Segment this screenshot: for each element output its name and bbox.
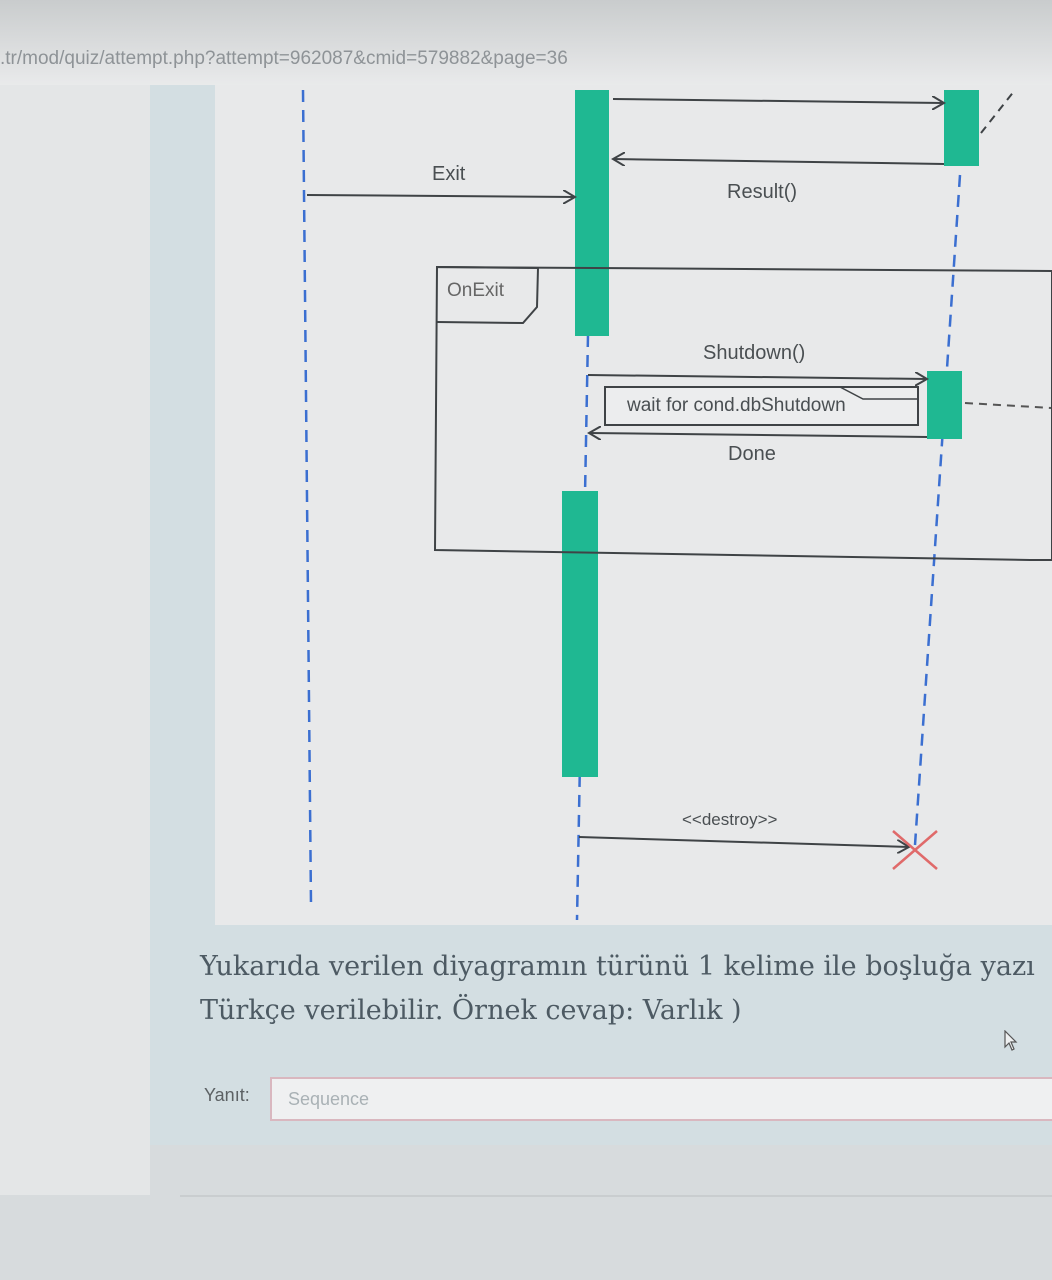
destroy-x-mark-b xyxy=(892,830,938,870)
lifeline-left xyxy=(301,89,313,906)
sequence-diagram: Exit Result() OnExit Shutdown() wait for… xyxy=(215,85,1052,925)
message-done-label: Done xyxy=(728,443,776,465)
diagram-canvas xyxy=(301,89,1052,921)
activation-right-mid xyxy=(927,371,962,439)
answer-input[interactable]: Sequence xyxy=(270,1077,1052,1121)
activation-middle-top xyxy=(575,90,609,336)
answer-label: Yanıt: xyxy=(204,1085,250,1105)
answer-row: Yanıt: Sequence xyxy=(200,1075,1052,1125)
message-shutdown-label: Shutdown() xyxy=(703,342,806,364)
bottom-divider xyxy=(180,1195,1052,1197)
question-line-1: Yukarıda verilen diyagramın türünü 1 kel… xyxy=(200,951,1035,982)
message-destroy-arrow xyxy=(578,836,909,847)
note-text: wait for cond.dbShutdown xyxy=(627,395,846,416)
left-page-margin xyxy=(0,85,150,1195)
message-exit-label: Exit xyxy=(432,163,466,185)
activation-middle-bottom xyxy=(562,491,598,777)
message-shutdown-arrow xyxy=(587,375,927,379)
message-destroy-label: <<destroy>> xyxy=(682,810,778,829)
fragment-label-pentagon xyxy=(436,266,540,325)
message-result-arrow xyxy=(613,159,945,164)
question-text: Yukarıda verilen diyagramın türünü 1 kel… xyxy=(200,945,1052,1033)
fragment-label: OnExit xyxy=(447,280,505,301)
message-result-label: Result() xyxy=(727,181,798,203)
return-dashed-top xyxy=(980,89,1016,134)
activation-right-top xyxy=(944,90,979,166)
note-box xyxy=(604,386,919,426)
return-dashed-right xyxy=(964,402,1052,409)
message-exit-arrow xyxy=(306,195,575,197)
url-text[interactable]: .tr/mod/quiz/attempt.php?attempt=962087&… xyxy=(0,48,568,69)
answer-input-value[interactable]: Sequence xyxy=(288,1089,370,1109)
browser-address-bar[interactable]: .tr/mod/quiz/attempt.php?attempt=962087&… xyxy=(0,0,1052,85)
mouse-cursor-icon xyxy=(1003,1029,1019,1057)
note-fold xyxy=(839,386,918,400)
message-top-call-arrow xyxy=(612,99,944,103)
lifeline-right xyxy=(913,174,962,846)
fragment-frame xyxy=(433,265,1052,561)
lifeline-middle xyxy=(575,334,590,921)
message-done-arrow xyxy=(589,433,928,437)
question-line-2: Türkçe verilebilir. Örnek cevap: Varlık … xyxy=(200,995,742,1026)
